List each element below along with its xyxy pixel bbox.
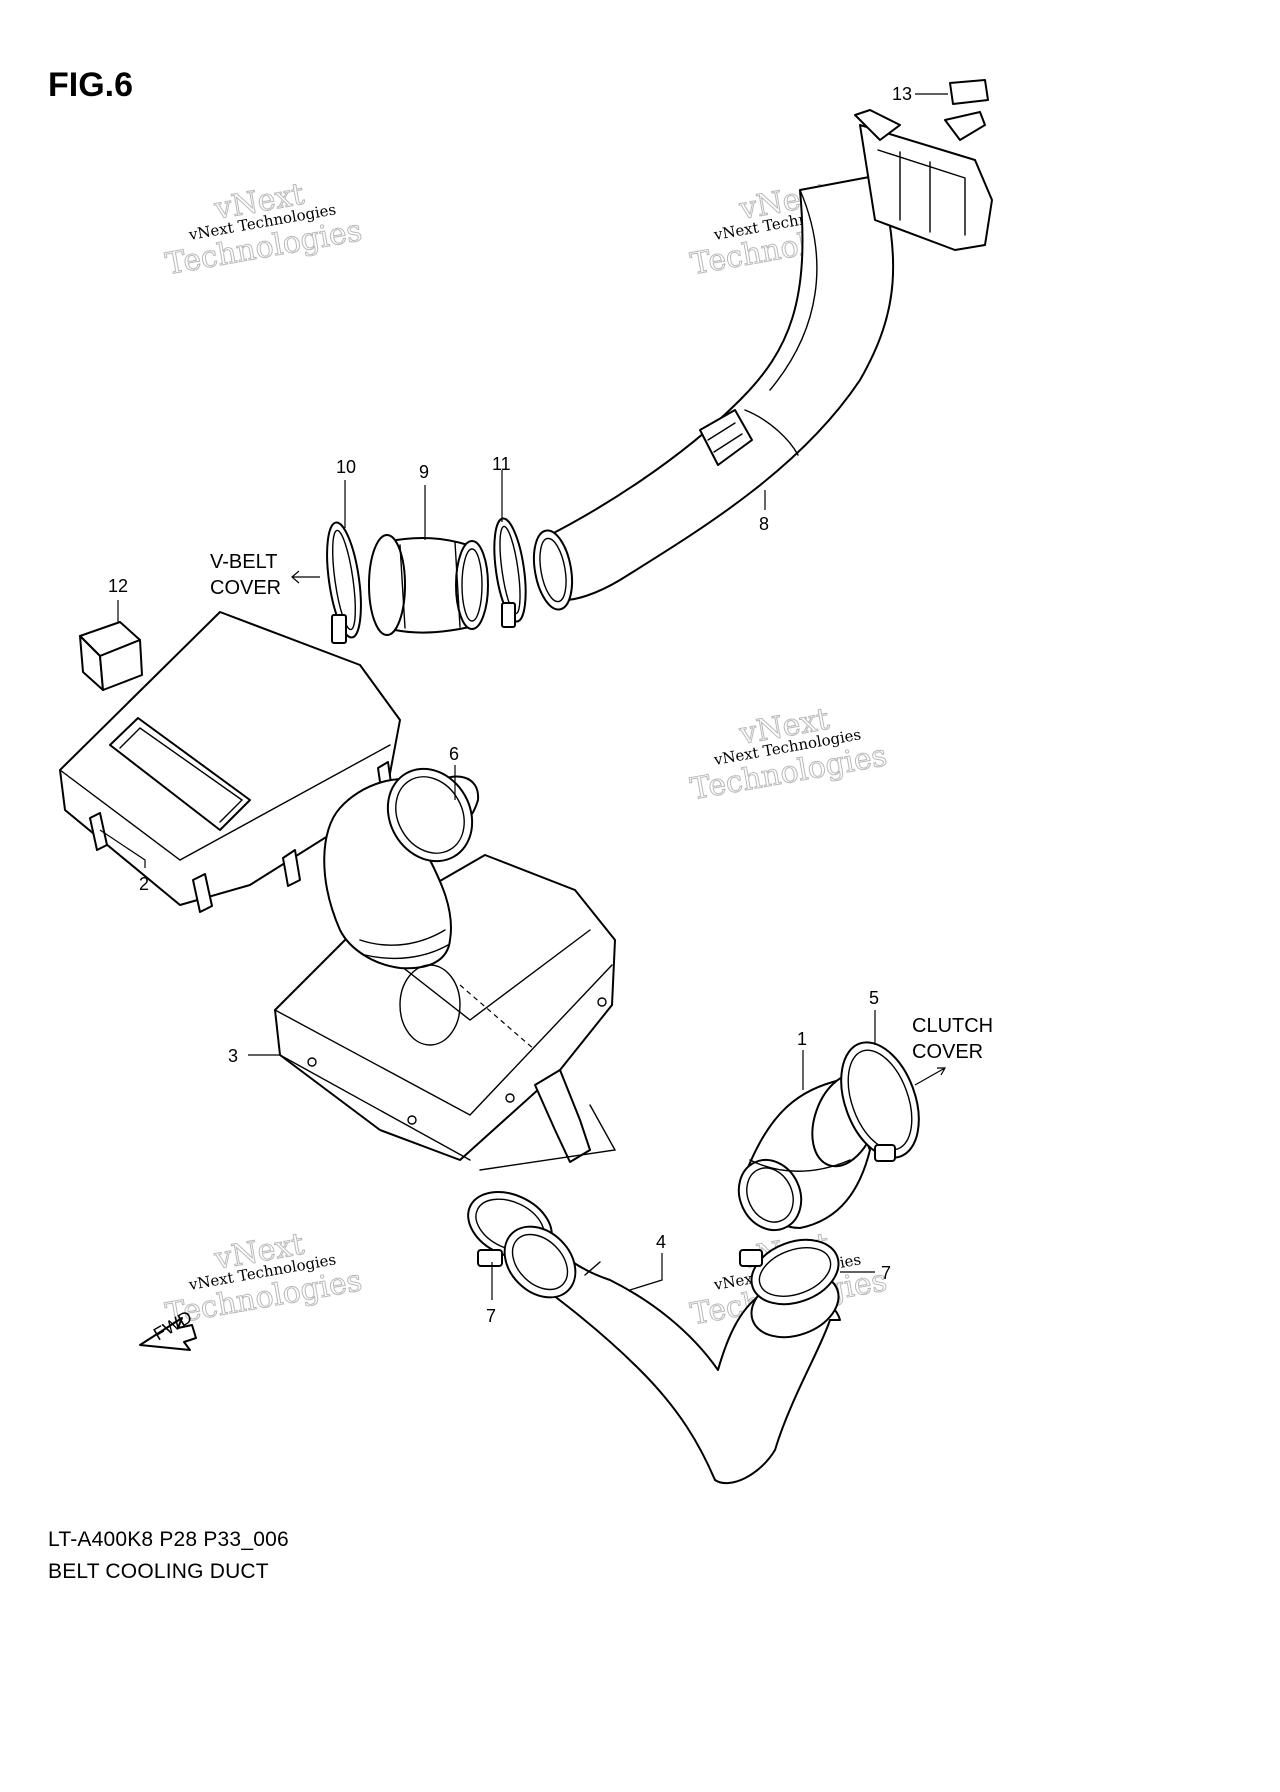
diagram-name: BELT COOLING DUCT xyxy=(48,1560,269,1583)
fwd-arrow-icon: FWD xyxy=(139,1307,197,1351)
part-11-band-clamp xyxy=(493,517,527,628)
part-8-intake-duct xyxy=(532,109,993,611)
part-13-pad xyxy=(949,79,989,105)
callout-9: 9 xyxy=(419,462,429,482)
part-10-band-clamp xyxy=(326,521,362,644)
part-7-clamp-right xyxy=(739,1238,840,1306)
leader-lines xyxy=(99,93,948,1300)
callout-2: 2 xyxy=(139,874,149,894)
v-belt-caption-line1: V-BELT xyxy=(210,551,277,573)
clutch-arrow-icon xyxy=(914,1067,947,1086)
v-belt-caption-line2: COVER xyxy=(210,577,281,599)
callout-1: 1 xyxy=(797,1029,807,1049)
watermark-group-1: vNext Technologies vNext Technologies xyxy=(162,176,365,282)
callout-5: 5 xyxy=(869,988,879,1008)
figure-title: FIG.6 xyxy=(48,66,134,104)
callout-4: 4 xyxy=(656,1232,666,1252)
part-2-cover-slot xyxy=(109,717,251,831)
diagram-code: LT-A400K8 P28 P33_006 xyxy=(48,1528,289,1551)
callout-7-left: 7 xyxy=(486,1306,496,1326)
part-3-bracket xyxy=(534,1069,591,1163)
callout-6: 6 xyxy=(449,744,459,764)
callout-10: 10 xyxy=(336,457,356,477)
clutch-caption-line2: COVER xyxy=(912,1041,983,1063)
callout-8: 8 xyxy=(759,514,769,534)
part-12-pad xyxy=(79,621,143,691)
watermark-group-4: vNext Technologies vNext Technologies xyxy=(687,701,890,807)
part-6-elbow-hose xyxy=(323,767,480,1046)
callout-13: 13 xyxy=(892,84,912,104)
part-8-bracket xyxy=(699,409,753,466)
part-5-ring-clamp xyxy=(840,1041,920,1162)
part-4-lower-duct xyxy=(503,1225,841,1485)
callout-11: 11 xyxy=(492,454,511,474)
clutch-caption-line1: CLUTCH xyxy=(912,1015,993,1037)
callout-7-right: 7 xyxy=(881,1263,891,1283)
callout-3: 3 xyxy=(228,1046,238,1066)
part-8-duct-outlet xyxy=(532,529,574,611)
part-8-inlet-head xyxy=(859,124,993,251)
callout-12: 12 xyxy=(108,576,128,596)
part-9-connector-hose xyxy=(368,534,489,636)
v-belt-arrow-icon xyxy=(291,570,320,584)
